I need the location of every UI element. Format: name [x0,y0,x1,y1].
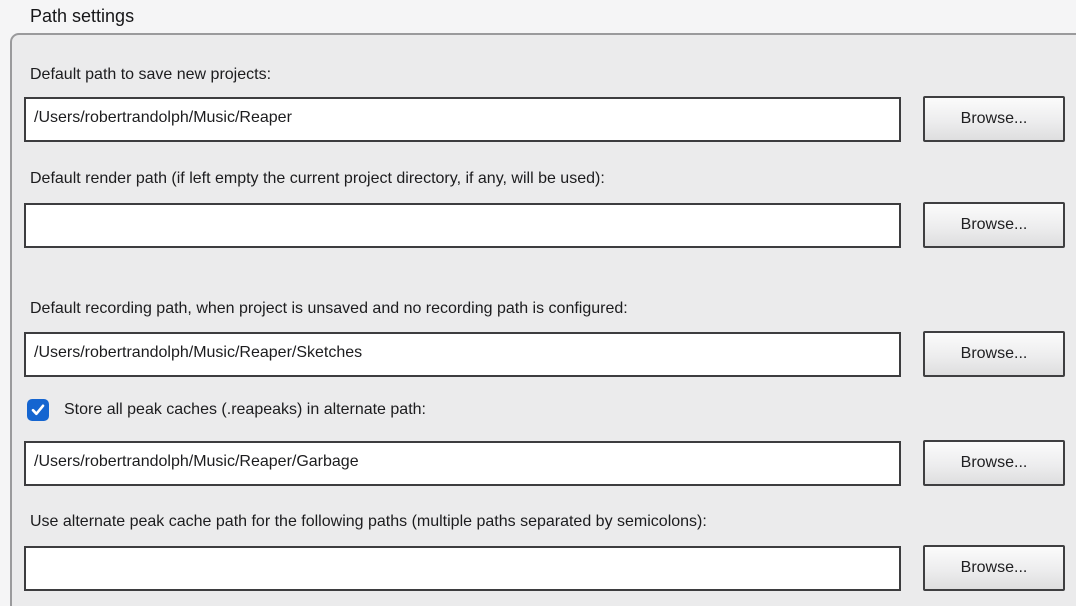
default-project-path-label: Default path to save new projects: [30,66,272,83]
default-recording-path-input[interactable] [24,331,901,377]
alternate-peak-cache-paths-row: Browse... [24,545,1065,591]
default-render-path-row: Browse... [24,202,1065,248]
default-project-path-row: Browse... [24,96,1065,142]
checkmark-icon [31,404,45,416]
browse-peak-cache-path-button[interactable]: Browse... [923,440,1065,486]
page-title: Path settings [30,6,135,26]
peak-cache-checkbox-label: Store all peak caches (.reapeaks) in alt… [64,401,426,418]
default-render-path-label: Default render path (if left empty the c… [30,170,605,187]
peak-cache-checkbox[interactable] [27,399,49,421]
browse-recording-path-button[interactable]: Browse... [923,331,1065,377]
path-settings-group: Default path to save new projects: Brows… [10,33,1076,606]
browse-render-path-button[interactable]: Browse... [923,202,1065,248]
default-recording-path-row: Browse... [24,331,1065,377]
browse-alternate-peak-cache-button[interactable]: Browse... [923,545,1065,591]
alternate-peak-cache-paths-label: Use alternate peak cache path for the fo… [30,513,707,530]
peak-cache-path-input[interactable] [24,440,901,486]
default-render-path-input[interactable] [24,202,901,248]
default-recording-path-label: Default recording path, when project is … [30,300,628,317]
alternate-peak-cache-paths-input[interactable] [24,545,901,591]
peak-cache-checkbox-row: Store all peak caches (.reapeaks) in alt… [27,399,426,421]
browse-project-path-button[interactable]: Browse... [923,96,1065,142]
peak-cache-path-row: Browse... [24,440,1065,486]
default-project-path-input[interactable] [24,96,901,142]
